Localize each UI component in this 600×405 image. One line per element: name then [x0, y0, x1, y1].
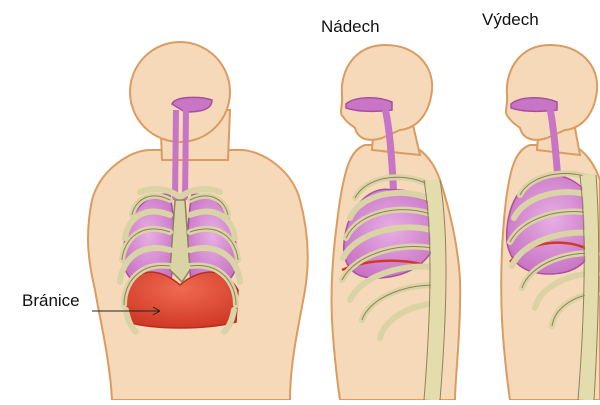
- exhale-figure: [501, 45, 600, 400]
- front-view-figure: [88, 42, 308, 400]
- front-head: [130, 42, 230, 142]
- inhale-spine: [432, 180, 438, 400]
- label-inhale: Nádech: [321, 17, 380, 37]
- inhale-figure: [332, 45, 461, 400]
- exhale-spine: [586, 175, 592, 400]
- label-diaphragm: Bránice: [22, 291, 80, 311]
- label-exhale: Výdech: [482, 10, 539, 30]
